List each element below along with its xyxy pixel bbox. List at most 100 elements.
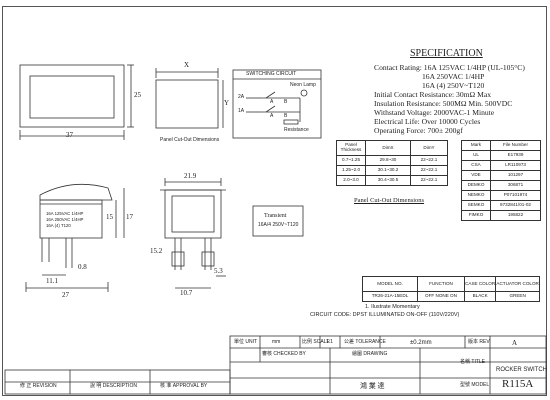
circuit-label: B xyxy=(284,99,288,105)
table-header: File Number xyxy=(490,140,541,151)
circuit-title: SWITCHING CIRCUIT xyxy=(246,71,297,77)
top-view-inner xyxy=(29,75,115,119)
table-cell: 9732841/01-02 xyxy=(490,200,541,211)
dim-label: 0.8 xyxy=(78,263,87,271)
rocker-actuator xyxy=(39,183,113,201)
rev-label: 版本 REV xyxy=(468,339,490,345)
panel-thickness-table: Panel Thickness DimX DimY 0.7~1.25 29.8~… xyxy=(336,140,448,186)
table-header: DimY xyxy=(410,140,448,156)
table-cell: P07101974 xyxy=(490,190,541,201)
neon-lamp-label: Neon Lamp xyxy=(290,82,316,88)
drawing-frame xyxy=(2,6,547,396)
specification-title: SPECIFICATION xyxy=(410,48,483,59)
title-block-frame xyxy=(229,335,547,395)
dim-x: X xyxy=(184,61,190,69)
model-label: 型號 MODEL xyxy=(460,382,490,388)
marking-line: 16A (4) T120 xyxy=(46,223,71,228)
table-cell: VDE xyxy=(461,170,491,181)
table-cell: 30.4~30.5 xyxy=(365,175,411,186)
marking-line: 16A 125VAC 1/4HP xyxy=(46,211,84,216)
dim-label: 10.7 xyxy=(180,289,193,297)
table-header-row: Panel Thickness DimX DimY xyxy=(336,140,448,156)
table-header: Mark xyxy=(461,140,491,151)
table-cell: 101297 xyxy=(490,170,541,181)
table-header: CASE COLOR xyxy=(463,276,497,292)
transient-box xyxy=(252,205,304,237)
tolerance-value: ±0.2mm xyxy=(410,340,432,346)
table-header: Panel Thickness xyxy=(336,140,366,156)
table-header: FUNCTION xyxy=(417,276,465,292)
dim-label: 21.9 xyxy=(184,172,197,180)
neon-lamp-symbol xyxy=(300,89,308,97)
table-cell: 22~22.1 xyxy=(410,175,448,186)
model-table: MODEL NO. FUNCTION CASE COLOR ACTUATOR C… xyxy=(362,276,540,302)
approval-label: 核 准 APPROVAL BY xyxy=(160,383,208,389)
table-cell: OFF NONE ON xyxy=(417,291,465,302)
dim-label: 5.3 xyxy=(214,267,223,275)
unit-label: 單位 UNIT xyxy=(234,339,258,345)
spec-line: Initial Contact Resistance: 30mΩ Max xyxy=(374,90,491,99)
table-cell: CSA xyxy=(461,160,491,171)
title-value: ROCKER SWITCH xyxy=(496,367,547,373)
transient-title: Transient xyxy=(264,213,287,219)
table-cell: 195822 xyxy=(490,210,541,221)
dim-width: 37 xyxy=(66,131,73,139)
table-row: 1.25~2.0 30.1~30.2 22~22.1 xyxy=(336,165,448,176)
model-value: R115A xyxy=(502,378,534,390)
dim-label: 17 xyxy=(126,213,133,221)
marking-line: 16A 250VAC 1/4HP xyxy=(46,217,84,222)
dim-y: Y xyxy=(224,99,230,107)
table-cell: 1.25~2.0 xyxy=(336,165,366,176)
revision-label: 修 正 REVISION xyxy=(20,383,57,389)
dim-label: 11.1 xyxy=(46,277,58,285)
spec-line: 16A 250VAC 1/4HP xyxy=(422,72,485,81)
rev-value: A xyxy=(512,339,518,347)
circuit-box xyxy=(232,69,322,139)
panel-table-caption: Panel Cut-Out Dimensions xyxy=(354,197,425,204)
spec-line: Operating Force: 700± 200gf xyxy=(374,126,463,135)
resistance-label: Resistance xyxy=(284,127,309,133)
table-cell: FIMKO xyxy=(461,210,491,221)
dim-label: 15 xyxy=(106,213,113,221)
table-row: TR26-21A-15EDL OFF NONE ON BLACK GREEN xyxy=(362,291,540,302)
table-cell: 2.0~3.0 xyxy=(336,175,366,186)
note-line: CIRCUIT CODE: DPST ILLUMINATED ON-OFF (1… xyxy=(310,312,460,318)
circuit-label: A xyxy=(270,113,274,119)
spec-line: Insulation Resistance: 500MΩ Min. 500VDC xyxy=(374,99,513,108)
table-cell: TR26-21A-15EDL xyxy=(362,291,418,302)
circuit-label: B xyxy=(284,113,288,119)
table-cell: 30.1~30.2 xyxy=(365,165,411,176)
table-cell: NEMKO xyxy=(461,190,491,201)
table-row: 0.7~1.25 29.8~30 22~22.1 xyxy=(336,155,448,166)
cutout-caption: Panel Cut-Out Dimensions xyxy=(160,137,220,143)
table-cell: UL xyxy=(461,150,491,161)
table-header: MODEL NO. xyxy=(362,276,418,292)
drawing-label: 繪圖 DRAWING xyxy=(352,351,388,357)
table-cell: SEMKO xyxy=(461,200,491,211)
checked-label: 審核 CHECKED BY xyxy=(262,351,306,357)
unit-value: mm xyxy=(272,339,281,345)
table-cell: LR110973 xyxy=(490,160,541,171)
table-cell: 22~22.1 xyxy=(410,165,448,176)
table-cell: 0.7~1.25 xyxy=(336,155,366,166)
scale-value: 1:1 xyxy=(326,339,333,345)
scale-label: 比例 SCALE xyxy=(302,339,330,345)
table-cell: 29.8~30 xyxy=(365,155,411,166)
table-row: 2.0~3.0 30.4~30.5 22~22.1 xyxy=(336,175,448,186)
note-line: 1. Ilustrate Momentary xyxy=(365,304,420,310)
table-cell: 306871 xyxy=(490,180,541,191)
description-label: 說 明 DESCRIPTION xyxy=(90,383,137,389)
side-view-body xyxy=(39,199,103,239)
table-cell: GREEN xyxy=(495,291,540,302)
dim-height: 25 xyxy=(134,91,141,99)
table-header-row: Mark File Number xyxy=(461,140,541,151)
table-cell: E17939 xyxy=(490,150,541,161)
